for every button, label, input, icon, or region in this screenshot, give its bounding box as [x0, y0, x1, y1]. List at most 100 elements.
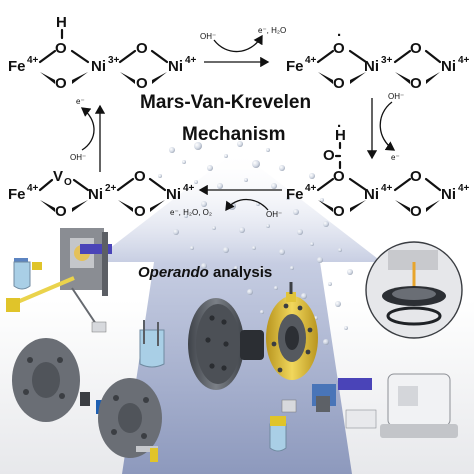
arrow-top-out: e⁻, H₂O — [258, 26, 286, 35]
iron-charge: 4+ — [305, 183, 317, 194]
bubble — [217, 183, 223, 189]
bubble — [194, 180, 198, 184]
arrow-bottom-in: OH⁻ — [266, 210, 282, 219]
oxygen-peroxo: O — [323, 147, 335, 164]
oxygen-vacancy: V — [53, 168, 63, 185]
bubble — [182, 160, 186, 164]
bubble — [212, 226, 216, 230]
oxygen-radical-dot: · — [337, 27, 342, 44]
nickel-2-label: Ni — [441, 186, 456, 203]
bubble — [286, 196, 290, 200]
oxygen-top-2: O — [134, 168, 146, 185]
bubble — [338, 248, 342, 252]
nickel-2-label: Ni — [168, 58, 183, 75]
h-atom: H — [56, 14, 67, 31]
nickel-1-label: Ni — [364, 58, 379, 75]
bubble — [207, 165, 213, 171]
bubble — [169, 147, 175, 153]
bubble — [237, 141, 243, 147]
instrument-setup-right — [269, 373, 458, 452]
bubble — [335, 301, 341, 307]
iron-label: Fe — [286, 58, 304, 75]
bubble — [344, 326, 348, 330]
structure-bottom-right: · H O O Fe 4+ O Ni 4+ O O Ni 4+ — [286, 118, 470, 220]
bubble — [259, 267, 265, 273]
arrow-right-in: OH⁻ — [388, 92, 404, 101]
bubble — [274, 286, 278, 290]
arrow-top-in: OH⁻ — [200, 32, 216, 41]
structure-top-left: H O Fe 4+ O Ni 3+ O O Ni 4+ — [8, 14, 197, 92]
arrow-left-out: e⁻ — [76, 97, 85, 106]
bubble — [252, 246, 256, 250]
bubble — [323, 339, 329, 345]
oxygen-top-2: O — [410, 168, 422, 185]
arrow-right: OH⁻ e⁻ — [366, 92, 404, 162]
nickel-1-label: Ni — [364, 186, 379, 203]
h-atom: H — [335, 127, 346, 144]
bubble — [309, 173, 315, 179]
bubble — [194, 142, 202, 150]
oxygen-top-2: O — [136, 40, 148, 57]
operando-italic: Operando — [138, 264, 209, 281]
bubble — [239, 227, 245, 233]
iron-charge: 4+ — [305, 55, 317, 66]
oxygen-vacancy-subscript: O — [64, 177, 72, 188]
oxygen-bottom-2: O — [410, 203, 422, 220]
bubble — [279, 165, 285, 171]
bubble — [323, 221, 329, 227]
nickel-1-charge: 2+ — [105, 183, 117, 194]
nickel-2-label: Ni — [166, 186, 181, 203]
iron-label: Fe — [8, 186, 26, 203]
nickel-2-charge: 4+ — [185, 55, 197, 66]
bubble — [266, 148, 270, 152]
bubble — [279, 249, 285, 255]
bubble — [184, 214, 188, 218]
nickel-1-charge: 3+ — [108, 55, 120, 66]
bubble — [190, 246, 194, 250]
disassembled-cell — [12, 338, 162, 462]
bubble — [173, 229, 179, 235]
iron-charge: 4+ — [27, 183, 39, 194]
beaker-center — [139, 320, 165, 368]
oxygen-top-1: O — [55, 40, 67, 57]
bubble — [260, 310, 264, 314]
oxygen-top-1: O — [333, 40, 345, 57]
central-upward-arrow — [92, 150, 382, 474]
bubble — [310, 242, 314, 246]
bubble — [297, 229, 303, 235]
bubble — [271, 183, 277, 189]
nickel-2-charge: 4+ — [183, 183, 195, 194]
iron-label: Fe — [8, 58, 26, 75]
bubble — [266, 224, 270, 228]
oxygen-bottom-1: O — [333, 203, 345, 220]
nickel-2-charge: 4+ — [458, 183, 470, 194]
bubble — [247, 289, 253, 295]
iron-label: Fe — [286, 186, 304, 203]
oxygen-radical-dot: · — [337, 118, 342, 135]
iron-charge: 4+ — [27, 55, 39, 66]
structure-bottom-left: V O Fe 4+ O Ni 2+ O O Ni 4+ — [8, 168, 195, 220]
bubble — [290, 266, 294, 270]
structure-top-right: · O Fe 4+ O Ni 3+ O O Ni 4+ — [286, 27, 470, 92]
bubble — [328, 282, 332, 286]
bubble — [223, 247, 229, 253]
arrow-left: OH⁻ e⁻ — [70, 97, 106, 172]
operando-rest: analysis — [209, 264, 272, 281]
nickel-1-charge: 4+ — [381, 183, 393, 194]
bubble — [252, 160, 260, 168]
arrow-right-out: e⁻ — [391, 153, 400, 162]
oxygen-bottom-1: O — [55, 203, 67, 220]
arrow-bottom-out: e⁻, H₂O, O₂ — [170, 208, 212, 217]
arrow-bottom: OH⁻ e⁻, H₂O, O₂ — [170, 184, 282, 219]
bubble — [201, 201, 207, 207]
oxygen-bottom-2: O — [134, 203, 146, 220]
nickel-1-label: Ni — [88, 186, 103, 203]
electrochemical-cell — [188, 282, 318, 390]
inset-magnified-view — [365, 241, 463, 339]
bubble — [224, 154, 228, 158]
oxygen-top-1: O — [333, 168, 345, 185]
operando-analysis-label: Operando analysis — [138, 264, 272, 281]
arrow-top: OH⁻ e⁻, H₂O — [200, 26, 286, 68]
nickel-1-charge: 3+ — [381, 55, 393, 66]
